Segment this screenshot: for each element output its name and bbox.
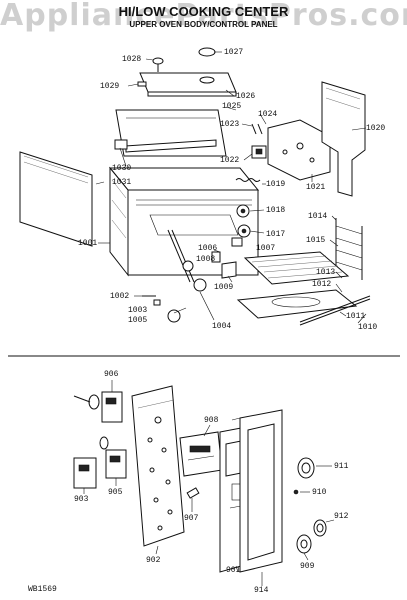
label-1023: 1023: [220, 120, 240, 129]
label-1012: 1012: [312, 280, 332, 289]
screws-1023: [251, 123, 263, 135]
label-910: 910: [312, 488, 327, 497]
label-907: 907: [184, 514, 199, 523]
label-1018: 1018: [266, 206, 286, 215]
label-1014: 1014: [308, 212, 328, 221]
watermark: AppliancePartsPros.com: [0, 0, 407, 33]
label-914: 914: [254, 586, 269, 595]
label-1027: 1027: [224, 48, 244, 57]
label-1029: 1029: [100, 82, 120, 91]
label-1003: 1003: [128, 306, 148, 315]
label-1030: 1030: [112, 164, 132, 173]
label-1020: 1020: [366, 124, 386, 133]
label-1025: 1025: [222, 102, 242, 111]
label-1008: 1008: [196, 255, 216, 264]
label-1006: 1006: [198, 244, 218, 253]
rack-1014: [335, 218, 363, 280]
side-panel-1031: [19, 151, 93, 247]
control-backplate-902: [131, 385, 185, 547]
knob-912: [313, 519, 327, 537]
knob-909: [296, 534, 312, 554]
top-panel-1026: [139, 72, 237, 97]
trim-1011: [299, 298, 371, 326]
part-1004b: [182, 260, 194, 272]
label-1031: 1031: [112, 178, 132, 187]
label-1002: 1002: [110, 292, 130, 301]
label-911: 911: [334, 462, 349, 471]
knob-911: [297, 457, 315, 479]
switch-905: [99, 436, 127, 479]
spring-1019: [235, 178, 261, 182]
switch-1022: [251, 145, 267, 159]
bracket-1009: [221, 261, 237, 279]
label-1019: 1019: [266, 180, 286, 189]
part-1005: [167, 309, 181, 323]
part-1008: [211, 251, 221, 263]
label-901: 901: [226, 566, 241, 575]
part-1006: [231, 237, 243, 247]
label-908: 908: [204, 416, 219, 425]
frame-1025: [115, 109, 227, 157]
part-1003: [153, 299, 161, 306]
leader-lines-lower: [83, 380, 335, 586]
label-1026: 1026: [236, 92, 256, 101]
clip-1029: [137, 81, 147, 87]
label-906: 906: [104, 370, 119, 379]
label-1009: 1009: [214, 283, 234, 292]
part-1004: [193, 278, 207, 292]
broiler-pan-1013: [236, 289, 358, 319]
label-1017: 1017: [266, 230, 286, 239]
label-1022: 1022: [220, 156, 240, 165]
rear-panel-1020: [321, 81, 366, 197]
part-907: [186, 487, 200, 499]
diagram-code: WB1569: [28, 585, 57, 594]
diagram-title: HI/LOW COOKING CENTER: [118, 4, 289, 19]
label-912: 912: [334, 512, 349, 521]
label-902: 902: [146, 556, 161, 565]
oven-rack-1015: [243, 251, 350, 285]
label-1013: 1013: [316, 268, 336, 277]
timer-908: [179, 431, 223, 477]
label-1028: 1028: [122, 55, 142, 64]
label-1011: 1011: [346, 312, 366, 321]
leader-lines-upper: [95, 51, 367, 324]
label-1007: 1007: [256, 244, 276, 253]
oven-body-1001: [108, 166, 260, 283]
label-909: 909: [300, 562, 315, 571]
label-1021: 1021: [306, 183, 326, 192]
label-1004: 1004: [212, 322, 232, 331]
part-910: [293, 489, 299, 495]
screw-1028: [152, 57, 164, 72]
part-1027: [198, 47, 216, 57]
switch-903: [73, 457, 97, 489]
label-1015: 1015: [306, 236, 326, 245]
label-1005: 1005: [128, 316, 148, 325]
bracket-1030: [114, 139, 128, 150]
label-1001: 1001: [78, 239, 98, 248]
switch-906: [73, 391, 123, 423]
label-903: 903: [74, 495, 89, 504]
trim-frame-914: [231, 409, 283, 573]
label-1010: 1010: [358, 323, 378, 332]
bracket-panel-1024: [267, 119, 331, 181]
diagram-subtitle: UPPER OVEN BODY/CONTROL PANEL: [129, 20, 278, 29]
label-905: 905: [108, 488, 123, 497]
trim-1010: [299, 295, 371, 323]
label-1024: 1024: [258, 110, 278, 119]
